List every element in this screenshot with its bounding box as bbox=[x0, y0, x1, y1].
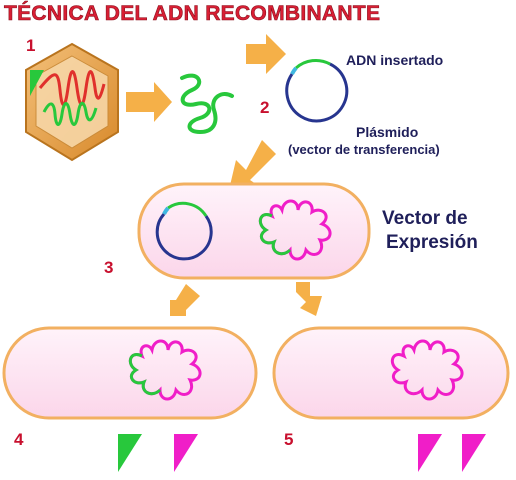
virus-dna-green-coil bbox=[42, 101, 98, 126]
daughter-cell-5-chromosome bbox=[390, 339, 464, 401]
expression-vector-label-line1: Vector de bbox=[382, 208, 468, 229]
arrow-to-expression-vector bbox=[228, 140, 276, 194]
daughter-cell-4 bbox=[2, 326, 258, 420]
product-marker-magenta-4 bbox=[174, 434, 198, 472]
virus-dna-red-coil bbox=[38, 70, 106, 107]
arrow-to-cell-4 bbox=[170, 284, 200, 316]
arrow-virus-to-dna bbox=[126, 82, 172, 122]
plasmid-label: Plásmido bbox=[356, 124, 419, 140]
step-number-5: 5 bbox=[284, 430, 294, 449]
step-number-2: 2 bbox=[260, 98, 270, 117]
arrow-to-plasmid bbox=[246, 34, 286, 74]
step-number-1: 1 bbox=[26, 36, 36, 55]
plasmid-circle bbox=[285, 58, 349, 123]
expression-vector-cell bbox=[137, 182, 371, 280]
extracted-dna-fragment bbox=[180, 73, 234, 135]
arrow-to-cell-5 bbox=[296, 282, 322, 316]
cell-plasmid bbox=[155, 201, 213, 261]
transfer-vector-label: (vector de transferencia) bbox=[288, 142, 440, 157]
step-number-4: 4 bbox=[14, 430, 24, 449]
diagram-title: TÉCNICA DEL ADN RECOMBINANTE bbox=[4, 2, 381, 26]
step-number-3: 3 bbox=[104, 258, 114, 277]
inserted-dna-label: ADN insertado bbox=[346, 52, 444, 68]
expression-vector-label-line2: Expresión bbox=[386, 232, 478, 253]
virus-green-marker bbox=[30, 70, 44, 96]
product-marker-magenta-5b bbox=[462, 434, 486, 472]
product-marker-magenta-5a bbox=[418, 434, 442, 472]
product-marker-green-4 bbox=[118, 434, 142, 472]
daughter-cell-4-insert bbox=[128, 353, 162, 396]
virus-hexagon bbox=[25, 42, 119, 162]
daughter-cell-5 bbox=[272, 326, 510, 420]
cell-chromosome-insert bbox=[258, 213, 292, 256]
